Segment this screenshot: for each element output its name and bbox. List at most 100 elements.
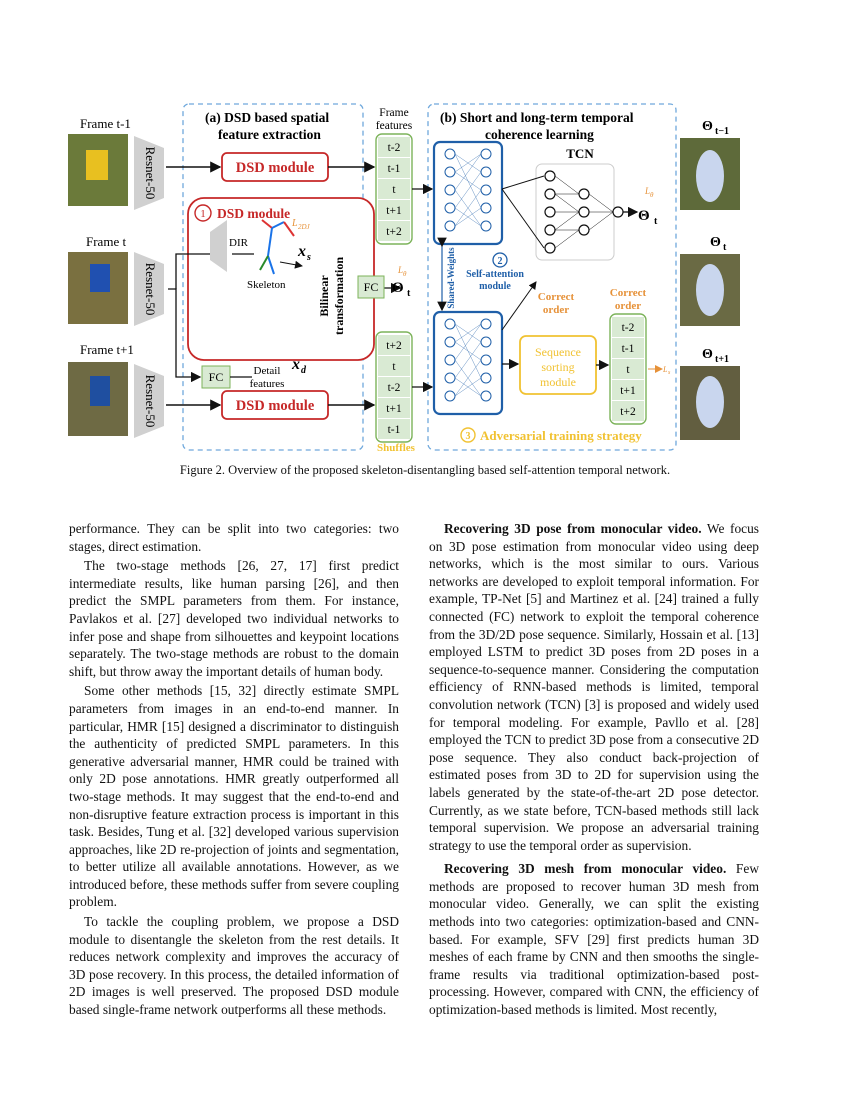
svg-text:Θ: Θ bbox=[638, 208, 650, 224]
left-column: performance. They can be split into two … bbox=[69, 520, 399, 1021]
svg-text:Θ: Θ bbox=[702, 119, 713, 134]
frame-label-tm1: Frame t-1 bbox=[80, 116, 131, 131]
svg-text:feature extraction: feature extraction bbox=[218, 127, 321, 142]
svg-text:sorting: sorting bbox=[541, 360, 574, 374]
fc-box-single bbox=[357, 275, 385, 299]
paragraph-body: Few methods are proposed to recover huma… bbox=[429, 861, 759, 1018]
frame-label-tp1: Frame t+1 bbox=[80, 342, 134, 357]
svg-text:s: s bbox=[668, 370, 671, 376]
svg-text:t-2: t-2 bbox=[622, 322, 635, 334]
svg-text:DSD module: DSD module bbox=[236, 160, 315, 176]
svg-text:DSD module: DSD module bbox=[236, 398, 315, 414]
svg-text:x: x bbox=[297, 243, 306, 260]
svg-text:features: features bbox=[250, 378, 285, 390]
svg-text:t+1: t+1 bbox=[715, 354, 729, 365]
svg-text:Frame: Frame bbox=[379, 107, 408, 119]
svg-text:3: 3 bbox=[466, 431, 471, 442]
svg-text:Correct: Correct bbox=[538, 291, 575, 303]
svg-text:d: d bbox=[301, 365, 307, 376]
svg-text:2: 2 bbox=[498, 256, 503, 267]
resnet-t: Resnet-50 bbox=[134, 252, 164, 326]
svg-text:Correct: Correct bbox=[610, 287, 647, 299]
svg-text:(b) Short and long-term tempor: (b) Short and long-term temporal bbox=[440, 110, 634, 125]
svg-text:DIR: DIR bbox=[229, 237, 249, 249]
paragraph: The two-stage methods [26, 27, 17] first… bbox=[69, 558, 399, 679]
figure-2: Frame t-1 Frame t Frame t+1 Resnet-50 Re… bbox=[62, 96, 792, 461]
svg-text:L: L bbox=[662, 365, 668, 374]
svg-text:(a) DSD based spatial: (a) DSD based spatial bbox=[205, 110, 329, 125]
svg-text:t: t bbox=[392, 184, 396, 196]
svg-text:t+2: t+2 bbox=[620, 406, 636, 418]
svg-text:θ: θ bbox=[403, 270, 407, 278]
self-attention-bottom bbox=[432, 310, 504, 416]
svg-text:coherence learning: coherence learning bbox=[485, 127, 594, 142]
svg-text:t: t bbox=[723, 242, 727, 253]
svg-text:TCN: TCN bbox=[566, 146, 594, 161]
svg-text:t: t bbox=[392, 361, 396, 373]
svg-text:Sequence: Sequence bbox=[535, 345, 581, 359]
svg-text:Θ: Θ bbox=[392, 280, 404, 296]
svg-text:t-1: t-1 bbox=[388, 163, 401, 175]
svg-text:Θ: Θ bbox=[710, 235, 721, 250]
svg-text:Resnet-50: Resnet-50 bbox=[143, 263, 158, 316]
svg-text:Detail: Detail bbox=[254, 365, 281, 377]
svg-text:Θ: Θ bbox=[702, 347, 713, 362]
svg-text:t-2: t-2 bbox=[388, 382, 401, 394]
bilinear-label: Bilinear transformation bbox=[317, 257, 346, 335]
svg-text:t: t bbox=[654, 216, 658, 227]
svg-text:2DJ: 2DJ bbox=[298, 223, 311, 231]
svg-text:t+1: t+1 bbox=[386, 205, 402, 217]
svg-text:features: features bbox=[376, 120, 413, 132]
svg-text:order: order bbox=[543, 304, 569, 316]
svg-text:t-1: t-1 bbox=[388, 424, 401, 436]
svg-text:module: module bbox=[540, 375, 576, 389]
paragraph: To tackle the coupling problem, we propo… bbox=[69, 914, 399, 1018]
feature-cells-top: t-2 t-1 t t+1 t+2 bbox=[378, 137, 410, 241]
svg-text:L: L bbox=[291, 218, 298, 229]
right-column: Recovering 3D pose from monocular video.… bbox=[429, 520, 759, 1021]
svg-text:Shared-Weights: Shared-Weights bbox=[446, 247, 456, 309]
self-attention-top bbox=[432, 140, 504, 246]
skeleton-sketch bbox=[259, 219, 295, 275]
svg-text:t+1: t+1 bbox=[620, 385, 636, 397]
svg-text:t+2: t+2 bbox=[386, 340, 402, 352]
svg-text:Resnet-50: Resnet-50 bbox=[143, 375, 158, 428]
svg-text:x: x bbox=[291, 356, 300, 373]
paragraph-heading: Recovering 3D mesh from monocular video. bbox=[444, 861, 727, 877]
svg-text:t-2: t-2 bbox=[388, 142, 401, 154]
svg-text:Adversarial training strategy: Adversarial training strategy bbox=[480, 428, 642, 443]
svg-text:Resnet-50: Resnet-50 bbox=[143, 147, 158, 200]
svg-text:1: 1 bbox=[200, 208, 206, 220]
svg-text:order: order bbox=[615, 300, 641, 312]
svg-text:Bilinear: Bilinear bbox=[317, 275, 331, 317]
svg-text:L: L bbox=[644, 186, 650, 196]
svg-text:Shuffles: Shuffles bbox=[377, 442, 416, 454]
svg-text:t+1: t+1 bbox=[386, 403, 402, 415]
resnet-tp1: Resnet-50 bbox=[134, 364, 164, 438]
feature-cells-shuffled: t+2 t t-2 t+1 t-1 bbox=[378, 335, 410, 439]
paragraph: Recovering 3D mesh from monocular video.… bbox=[429, 860, 759, 1018]
paragraph: Some other methods [15, 32] directly est… bbox=[69, 683, 399, 910]
svg-text:t-1: t-1 bbox=[622, 343, 635, 355]
paragraph: performance. They can be split into two … bbox=[69, 521, 399, 554]
svg-text:t: t bbox=[407, 288, 411, 299]
svg-text:t−1: t−1 bbox=[715, 126, 729, 137]
svg-text:t: t bbox=[626, 364, 630, 376]
paragraph-body: We focus on 3D pose estimation from mono… bbox=[429, 521, 759, 853]
svg-text:θ: θ bbox=[650, 191, 654, 199]
svg-text:FC: FC bbox=[364, 280, 379, 294]
svg-text:Skeleton: Skeleton bbox=[247, 279, 286, 291]
svg-text:DSD module: DSD module bbox=[217, 206, 290, 221]
svg-text:Self-attention: Self-attention bbox=[466, 269, 524, 280]
svg-text:t+2: t+2 bbox=[386, 226, 402, 238]
figure-caption: Figure 2. Overview of the proposed skele… bbox=[179, 463, 671, 477]
paragraph-heading: Recovering 3D pose from monocular video. bbox=[444, 521, 702, 536]
svg-text:FC: FC bbox=[209, 370, 224, 384]
svg-text:s: s bbox=[306, 252, 311, 263]
resnet-tm1: Resnet-50 bbox=[134, 136, 164, 210]
paragraph: Recovering 3D pose from monocular video.… bbox=[429, 520, 759, 854]
svg-text:module: module bbox=[479, 281, 511, 292]
panel-b bbox=[427, 103, 677, 451]
frame-label-t: Frame t bbox=[86, 234, 126, 249]
svg-text:L: L bbox=[397, 265, 403, 275]
